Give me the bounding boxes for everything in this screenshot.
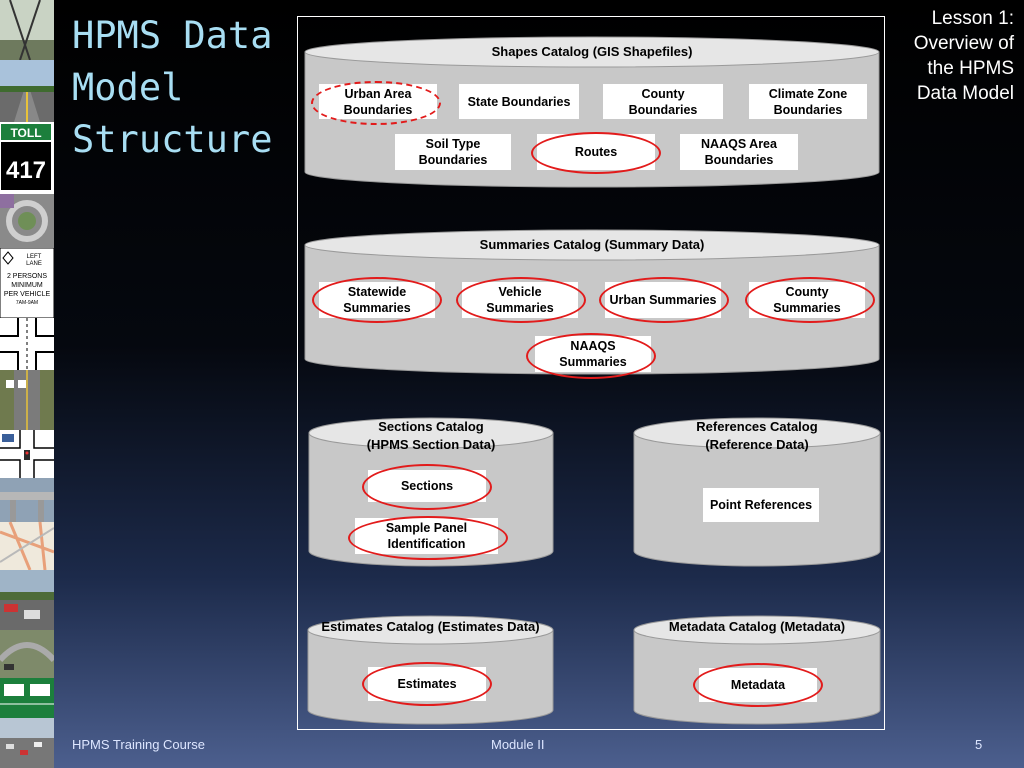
lesson-line: the HPMS xyxy=(927,58,1014,79)
road-aerial-photo xyxy=(0,370,54,430)
sections-catalog-title-line: Sections Catalog xyxy=(378,419,484,434)
toll-417-sign-icon: TOLL 417 xyxy=(0,122,54,194)
svg-text:LANE: LANE xyxy=(26,261,42,267)
estimates-catalog-title: Estimates Catalog (Estimates Data) xyxy=(321,619,540,634)
traffic-signal-diagram-icon xyxy=(0,430,54,478)
state-boundaries-box: State Boundaries xyxy=(459,84,579,119)
sections-catalog-title: Sections Catalog (HPMS Section Data) xyxy=(308,418,554,454)
svg-text:417: 417 xyxy=(6,157,46,184)
highway-photo xyxy=(0,60,54,122)
overpass-photo xyxy=(0,478,54,522)
urban-area-boundaries-box: Urban Area Boundaries xyxy=(319,84,437,119)
lesson-line: Overview of xyxy=(913,33,1014,54)
vehicle-summaries-box: Vehicle Summaries xyxy=(462,282,578,318)
naaqs-area-boundaries-box: NAAQS Area Boundaries xyxy=(680,134,798,170)
sections-box: Sections xyxy=(368,470,486,502)
footer-course: HPMS Training Course xyxy=(72,737,205,752)
lesson-label: Lesson 1: Overview of the HPMS Data Mode… xyxy=(884,6,1014,106)
slide-title: HPMS Data Model Structure xyxy=(72,14,273,161)
footer-module: Module II xyxy=(491,737,545,752)
svg-text:LEFT: LEFT xyxy=(27,254,42,260)
svg-text:2 PERSONS: 2 PERSONS xyxy=(7,273,47,280)
summaries-catalog-cylinder: Summaries Catalog (Summary Data) xyxy=(304,229,880,375)
freeway-traffic-photo xyxy=(0,718,54,768)
county-boundaries-box: County Boundaries xyxy=(603,84,723,119)
footer-page-number: 5 xyxy=(975,737,983,752)
metadata-catalog-title: Metadata Catalog (Metadata) xyxy=(668,619,846,634)
estimates-box: Estimates xyxy=(368,667,486,701)
urban-summaries-box: Urban Summaries xyxy=(605,282,721,318)
svg-text:MINIMUM: MINIMUM xyxy=(11,282,43,289)
svg-text:7AM-9AM: 7AM-9AM xyxy=(16,300,38,306)
county-summaries-box: County Summaries xyxy=(749,282,865,318)
street-map-icon xyxy=(0,522,54,570)
climate-zone-boundaries-box: Climate Zone Boundaries xyxy=(749,84,867,119)
intersection-diagram-icon xyxy=(0,318,54,370)
interchange-photo xyxy=(0,630,54,678)
references-catalog-title: References Catalog (Reference Data) xyxy=(633,418,881,454)
shapes-catalog-title: Shapes Catalog (GIS Shapefiles) xyxy=(491,44,693,59)
highway-guide-sign-icon xyxy=(0,678,54,718)
soil-type-boundaries-box: Soil Type Boundaries xyxy=(395,134,511,170)
lesson-line: Lesson 1: xyxy=(931,8,1014,29)
sample-panel-identification-box: Sample Panel Identification xyxy=(355,518,498,554)
references-catalog-title-line: (Reference Data) xyxy=(705,437,809,452)
point-references-box: Point References xyxy=(703,488,819,522)
svg-text:PER VEHICLE: PER VEHICLE xyxy=(4,291,51,298)
routes-box: Routes xyxy=(537,134,655,170)
references-catalog-title-line: References Catalog xyxy=(696,419,818,434)
naaqs-summaries-box: NAAQS Summaries xyxy=(535,336,651,372)
lesson-line: Data Model xyxy=(916,83,1014,104)
data-model-diagram: Shapes Catalog (GIS Shapefiles) Urban Ar… xyxy=(297,16,885,730)
road-sign-photo xyxy=(0,0,54,60)
traffic-photo xyxy=(0,570,54,630)
statewide-summaries-box: Statewide Summaries xyxy=(319,282,435,318)
sections-catalog-title-line: (HPMS Section Data) xyxy=(366,437,496,452)
summaries-catalog-title: Summaries Catalog (Summary Data) xyxy=(479,237,705,252)
roundabout-aerial-photo xyxy=(0,194,54,248)
metadata-box: Metadata xyxy=(699,668,817,702)
svg-text:TOLL: TOLL xyxy=(10,126,41,140)
